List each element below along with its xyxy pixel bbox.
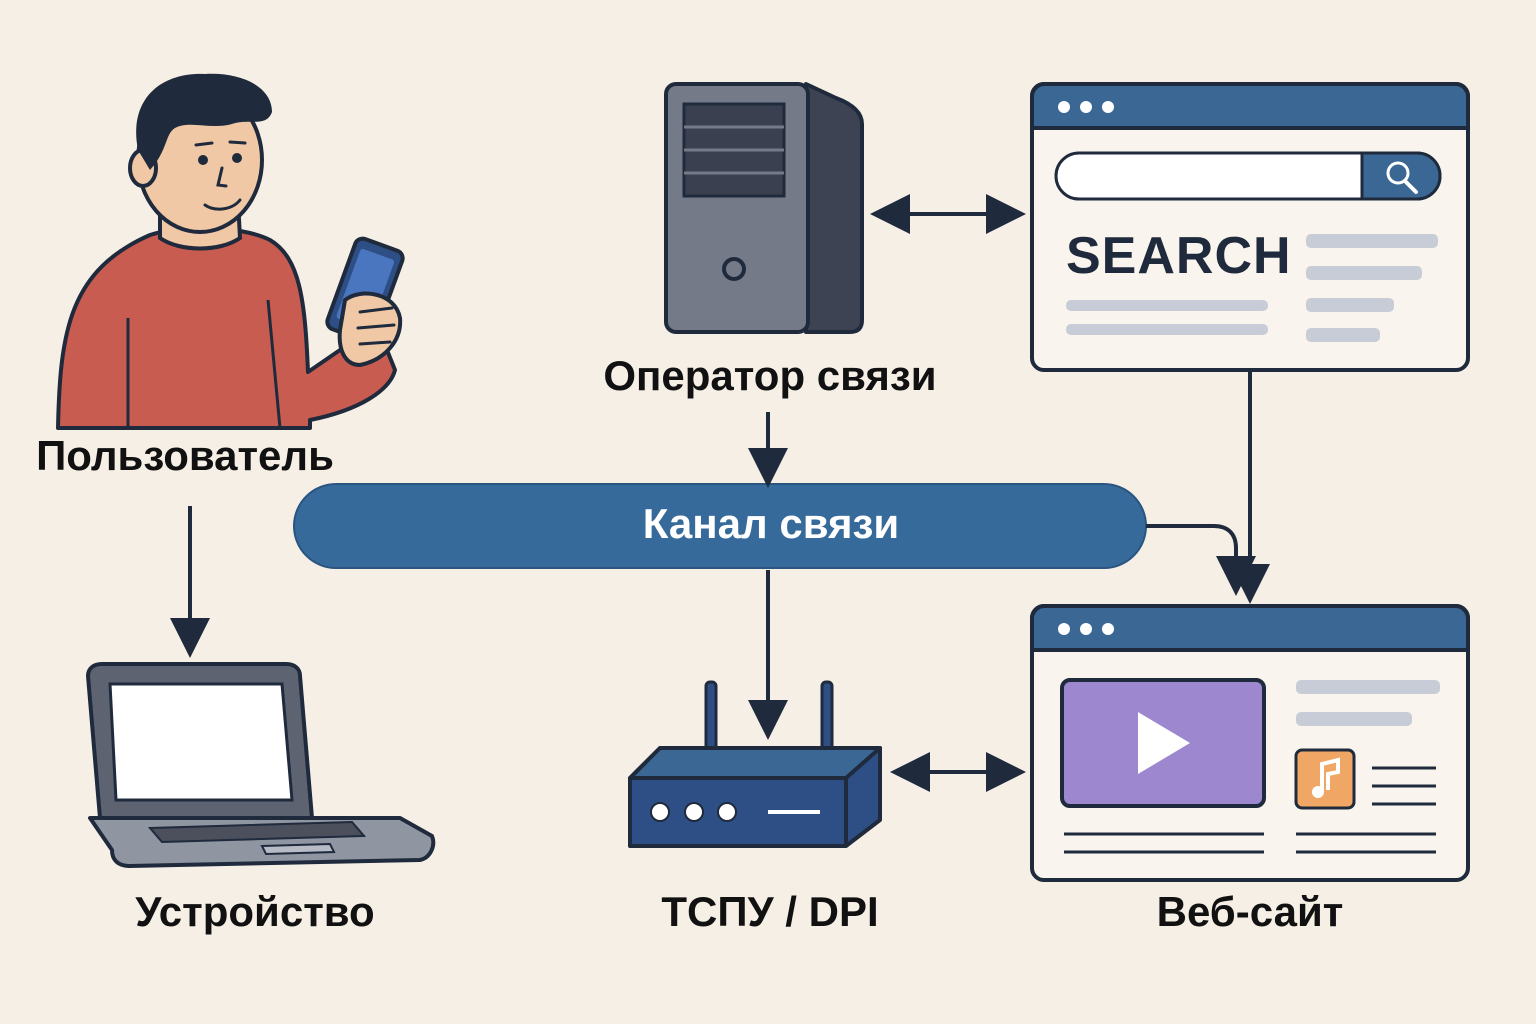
channel-label: Канал связи [642,500,900,547]
server-tower-icon [664,82,864,334]
search-word: SEARCH [1066,227,1292,285]
person-with-phone-icon [56,73,405,430]
router-icon [628,680,882,848]
tspu-label: ТСПУ / DPI [661,888,879,935]
laptop-icon [86,662,436,868]
media-website-icon [1030,604,1470,882]
user-label: Пользователь [36,432,334,479]
device-label: Устройство [135,888,375,935]
website-label: Веб-сайт [1156,888,1344,935]
operator-label: Оператор связи [603,352,937,399]
connectors [170,194,1270,792]
edge-channel-website [1146,524,1256,596]
search-browser-window-icon [1030,82,1470,372]
